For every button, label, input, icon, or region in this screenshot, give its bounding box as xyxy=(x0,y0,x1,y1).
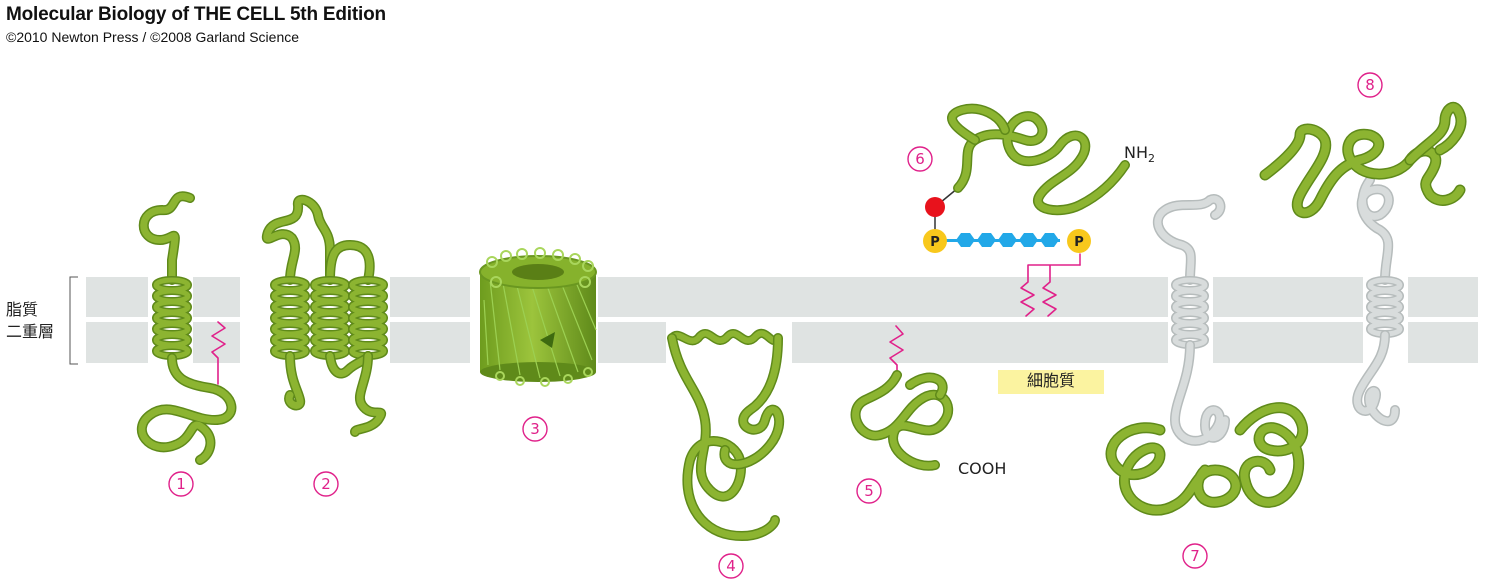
number-1: 1 xyxy=(176,475,186,493)
inner-leaflet xyxy=(86,322,1478,363)
number-markers xyxy=(168,72,1383,579)
lipid-bilayer xyxy=(86,277,1478,363)
nh2-label: NH2 xyxy=(1124,143,1155,165)
phosphate-right-label: P xyxy=(1074,235,1084,250)
protein-7-helix xyxy=(1171,276,1209,349)
number-8: 8 xyxy=(1365,76,1375,94)
protein-4 xyxy=(667,329,785,541)
protein-1-lipid-anchor xyxy=(211,321,226,385)
protein-5-lipid-anchor xyxy=(889,325,904,376)
number-6: 6 xyxy=(915,150,925,168)
number-2-circle xyxy=(313,471,339,497)
number-4: 4 xyxy=(726,557,736,575)
number-3: 3 xyxy=(530,420,540,438)
cytosol-label: 細胞質 xyxy=(998,370,1104,394)
protein-6 xyxy=(923,103,1130,317)
ethanolamine-red xyxy=(925,197,945,217)
protein-8 xyxy=(1259,102,1467,427)
number-7: 7 xyxy=(1190,547,1200,565)
protein-2 xyxy=(261,194,384,437)
protein-6-lipid-anchor xyxy=(1020,264,1081,317)
cooh-label: COOH xyxy=(958,459,1006,478)
protein-1-helix xyxy=(152,276,192,360)
phosphate-left xyxy=(923,229,947,253)
number-8-circle xyxy=(1357,72,1383,98)
number-5-circle xyxy=(856,478,882,504)
protein-3-beta-barrel xyxy=(479,247,597,387)
copyright-line: ©2010 Newton Press / ©2008 Garland Scien… xyxy=(6,29,300,45)
protein-7 xyxy=(1105,194,1309,516)
sugar-chain xyxy=(945,233,1060,247)
protein-1 xyxy=(136,191,237,465)
phosphate-right xyxy=(1067,229,1091,253)
number-2: 2 xyxy=(321,475,331,493)
bilayer-label-line1: 脂質 xyxy=(6,302,39,319)
number-6-circle xyxy=(907,146,933,172)
book-title: Molecular Biology of THE CELL 5th Editio… xyxy=(6,4,386,25)
protein-2-helices xyxy=(270,276,384,360)
nh2-subscript: 2 xyxy=(1148,152,1155,165)
protein-5 xyxy=(850,325,954,471)
number-4-circle xyxy=(718,553,744,579)
number-5: 5 xyxy=(864,482,874,500)
number-7-circle xyxy=(1182,543,1208,569)
number-1-circle xyxy=(168,471,194,497)
protein-8-helix xyxy=(1366,276,1404,338)
number-3-circle xyxy=(522,416,548,442)
nh2-main: NH xyxy=(1124,143,1148,162)
header: Molecular Biology of THE CELL 5th Editio… xyxy=(6,4,386,45)
bilayer-label-line2: 二重層 xyxy=(6,324,55,341)
bilayer-bracket xyxy=(69,276,78,365)
outer-leaflet xyxy=(86,277,1478,317)
phosphate-left-label: P xyxy=(930,235,940,250)
